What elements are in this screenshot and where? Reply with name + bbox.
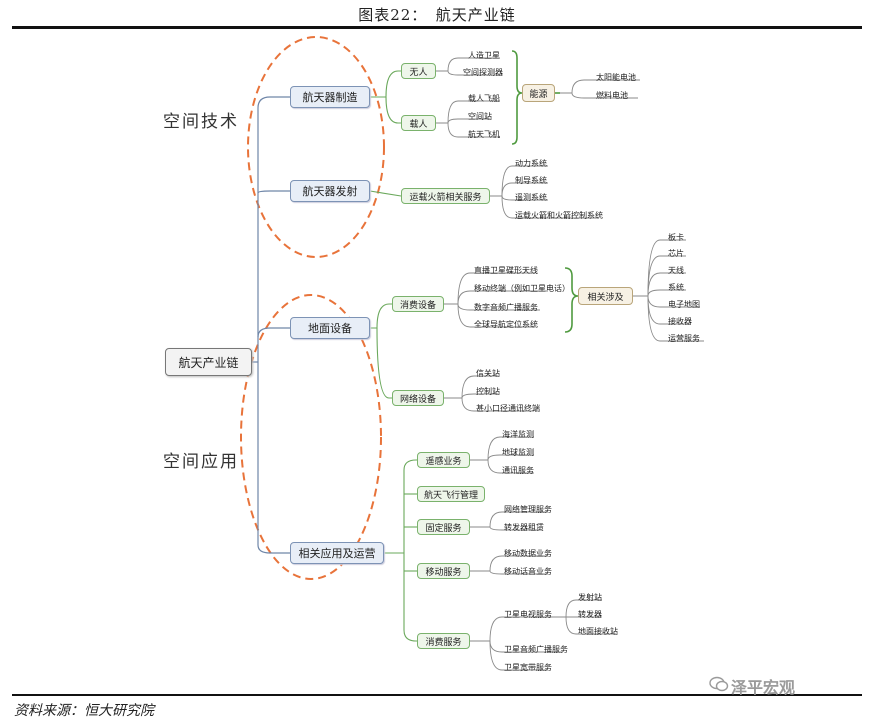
node-manufacture: 航天器制造 (290, 86, 370, 108)
leaf-antenna: 天线 (668, 266, 684, 275)
root-node: 航天产业链 (165, 348, 252, 376)
leaf-network-management: 网络管理服务 (504, 505, 552, 514)
leaf-manned-spacecraft: 载人飞船 (468, 94, 500, 103)
leaf-satellite-audio: 卫星音频广播服务 (504, 645, 568, 654)
leaf-launch-station: 发射站 (578, 593, 602, 602)
node-fixed-service: 固定服务 (417, 519, 470, 535)
node-flight-management: 航天飞行管理 (417, 486, 485, 502)
leaf-transponder: 转发器 (578, 610, 602, 619)
leaf-chip: 芯片 (668, 249, 684, 258)
brace-related (564, 267, 579, 333)
leaf-e-map: 电子地图 (668, 300, 700, 309)
node-launch: 航天器发射 (290, 180, 370, 202)
leaf-digital-audio: 数字音频广播服务 (474, 303, 538, 312)
leaf-solar-cell: 太阳能电池 (596, 73, 636, 82)
leaf-transponder-lease: 转发器租赁 (504, 523, 544, 532)
node-network-devices: 网络设备 (392, 390, 444, 406)
leaf-space-shuttle: 航天飞机 (468, 130, 500, 139)
node-energy: 能源 (522, 84, 555, 102)
brace-energy-left (511, 50, 523, 145)
watermark-text: 泽平宏观 (731, 678, 796, 697)
figure-title: 图表22： 航天产业链 (358, 6, 516, 24)
leaf-communication-service: 通讯服务 (502, 466, 534, 475)
leaf-satellite-broadband: 卫星宽带服务 (504, 663, 552, 672)
leaf-guidance-system: 制导系统 (515, 176, 547, 185)
node-consumer-service: 消费服务 (417, 633, 470, 649)
top-rule (12, 26, 862, 29)
leaf-ground-receiver: 地面接收站 (578, 627, 618, 636)
leaf-fuel-cell: 燃料电池 (596, 91, 628, 100)
node-ground: 地面设备 (290, 317, 370, 339)
highlight-ellipse-app (240, 294, 382, 580)
node-unmanned: 无人 (401, 63, 436, 79)
leaf-operation-service: 运营服务 (668, 334, 700, 343)
leaf-mobile-terminal: 移动终端（例如卫星电话） (474, 284, 570, 293)
leaf-ocean-monitoring: 海洋监测 (502, 430, 534, 439)
node-consumer-devices: 消费设备 (392, 296, 444, 312)
leaf-power-system: 动力系统 (515, 159, 547, 168)
section-label-space-tech: 空间技术 (163, 112, 239, 132)
leaf-receiver: 接收器 (668, 317, 692, 326)
leaf-gnss: 全球导航定位系统 (474, 320, 538, 329)
leaf-system: 系统 (668, 283, 684, 292)
leaf-vsat: 甚小口径通讯终端 (476, 404, 540, 413)
leaf-mobile-data: 移动数据业务 (504, 549, 552, 558)
section-label-space-app: 空间应用 (163, 452, 239, 472)
source-note: 资料来源：恒大研究院 (14, 703, 154, 719)
leaf-gateway: 信关站 (476, 369, 500, 378)
leaf-mobile-voice: 移动话音业务 (504, 567, 552, 576)
bottom-rule (12, 694, 862, 696)
leaf-dish-antenna: 直播卫星碟形天线 (474, 266, 538, 275)
node-manned: 载人 (401, 115, 436, 131)
leaf-space-station: 空间站 (468, 112, 492, 121)
leaf-earth-monitoring: 地球监测 (502, 448, 534, 457)
leaf-space-probe: 空间探测器 (463, 68, 503, 77)
leaf-satellite-tv: 卫星电视服务 (504, 610, 552, 619)
node-remote-sensing: 遥感业务 (417, 452, 470, 468)
node-apps: 相关应用及运营 (290, 542, 384, 564)
leaf-rocket-control: 运载火箭和火箭控制系统 (515, 211, 603, 220)
node-mobile-service: 移动服务 (417, 563, 470, 579)
node-related: 相关涉及 (578, 287, 633, 305)
wechat-chat-icon (709, 676, 729, 692)
leaf-board: 板卡 (668, 233, 684, 242)
leaf-control-station: 控制站 (476, 387, 500, 396)
leaf-satellite: 人造卫星 (468, 51, 500, 60)
highlight-ellipse-tech (247, 36, 385, 258)
leaf-telemetry-system: 遥测系统 (515, 193, 547, 202)
node-launch-service: 运载火箭相关服务 (401, 188, 490, 204)
